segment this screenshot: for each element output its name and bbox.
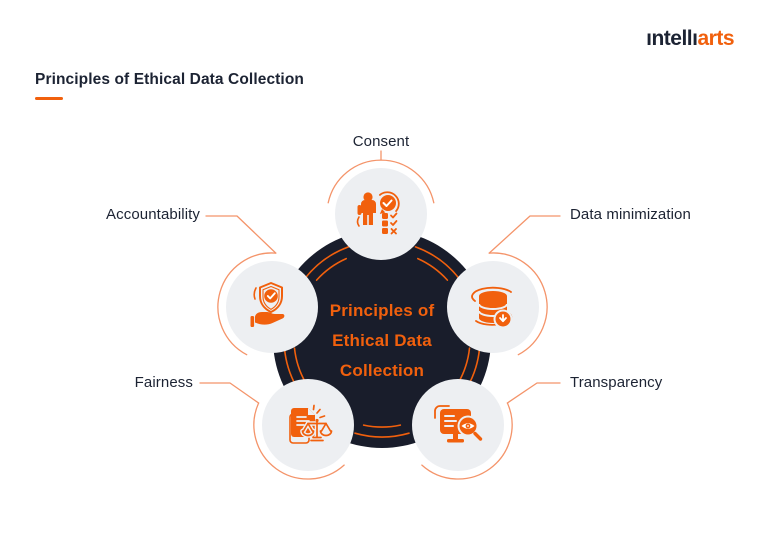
fairness-label: Fairness — [134, 374, 193, 391]
person-consent-checklist-icon — [356, 191, 400, 235]
center-title-line1: Principles of — [329, 301, 435, 320]
data-minimization-label: Data minimization — [570, 206, 691, 223]
monitor-magnifier-eye-icon — [434, 405, 483, 443]
page-title: Principles of Ethical Data Collection — [35, 71, 304, 88]
center-title-line3: Collection — [339, 361, 425, 380]
database-download-icon — [471, 286, 513, 329]
consent-circle — [335, 168, 427, 260]
consent-label: Consent — [352, 133, 410, 150]
transparency-label: Transparency — [570, 374, 663, 391]
title-underline-dash — [35, 97, 63, 100]
logo-text-arts: arts — [697, 27, 734, 50]
hand-shield-check-icon — [250, 282, 285, 327]
page-title-block: Principles of Ethical Data Collection — [35, 71, 304, 100]
logo-text-intelli: ıntellı — [646, 27, 698, 50]
intelliarts-logo: ıntellıarts — [646, 27, 734, 51]
diagram-center-title: Principles of Ethical Data Collection — [302, 296, 462, 386]
accountability-label: Accountability — [106, 206, 200, 223]
document-scales-icon — [289, 404, 333, 444]
center-title-line2: Ethical Data — [332, 331, 432, 350]
label-connector-lines — [199, 150, 561, 480]
